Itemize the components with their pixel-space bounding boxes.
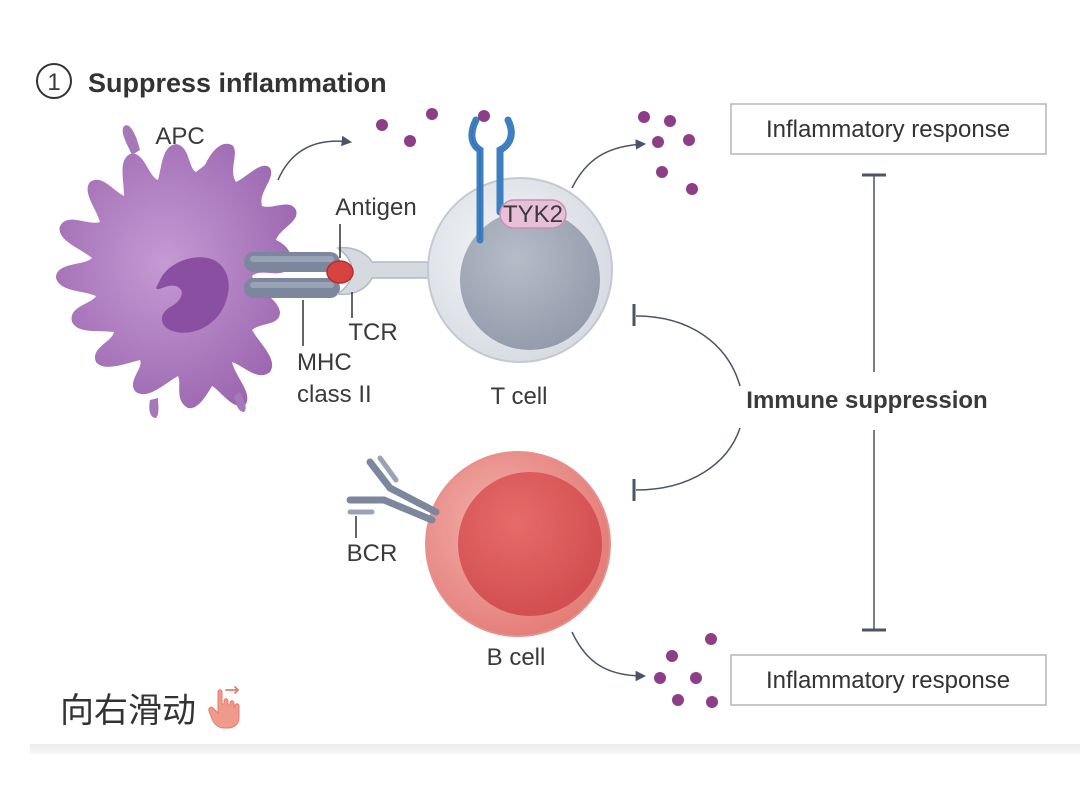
- apc-cell: APC: [56, 123, 297, 418]
- step-title: Suppress inflammation: [88, 68, 387, 98]
- suppression-to-tcell-curve: [635, 315, 741, 387]
- apc-dendrite: [122, 125, 140, 155]
- immune-suppression-label: Immune suppression: [746, 387, 987, 414]
- t-cell: T cell: [427, 177, 613, 410]
- step-header: 1 Suppress inflammation: [36, 63, 387, 99]
- apc-secretion-arrow: [277, 135, 353, 181]
- bottom-response-box: Inflammatory response: [730, 654, 1047, 706]
- cytokine-dot: [705, 633, 717, 645]
- tyk2-label: TYK2: [503, 201, 563, 228]
- cytokines-bcell: [654, 633, 718, 708]
- antigen-label: Antigen: [335, 194, 416, 221]
- antigen: [326, 260, 354, 284]
- cytokines-apc: [376, 108, 490, 147]
- step-number-circle: [36, 63, 72, 99]
- tcr-receptor: [336, 246, 451, 296]
- b-cell-nucleus: [458, 472, 602, 616]
- cytokine-dot: [376, 119, 388, 131]
- b-cell: B cell: [425, 451, 611, 671]
- top-response-box: Inflammatory response: [730, 103, 1047, 155]
- cytokine-receptor: TYK2: [468, 116, 567, 244]
- cytokine-dot: [664, 115, 676, 127]
- bottom-response-frame: [730, 654, 1047, 706]
- step-number: 1: [47, 69, 60, 96]
- apc-dendrite: [234, 392, 246, 412]
- b-cell-label: B cell: [487, 644, 546, 671]
- tcr-label: TCR: [348, 319, 397, 346]
- top-response-label: Inflammatory response: [766, 116, 1010, 143]
- bottom-response-label: Inflammatory response: [766, 667, 1010, 694]
- cytokine-dot: [672, 694, 684, 706]
- swipe-hand-icon: [208, 685, 240, 728]
- bcr-arm-1: [366, 458, 440, 516]
- apc-dendrite: [149, 398, 159, 418]
- cytokine-dot: [706, 696, 718, 708]
- t-cell-label: T cell: [491, 383, 548, 410]
- cytokine-dot: [654, 672, 666, 684]
- receptor-chain-right: [496, 116, 515, 216]
- cytokine-dot: [478, 110, 490, 122]
- mhc-label-line2: class II: [297, 381, 372, 408]
- cytokine-dot: [656, 166, 668, 178]
- apc-label: APC: [155, 123, 204, 150]
- mhc-highlight: [250, 282, 334, 288]
- bottom-divider: [30, 744, 1080, 754]
- swipe-hint[interactable]: 向右滑动: [60, 683, 244, 732]
- cytokine-dot: [638, 111, 650, 123]
- suppression-to-bcell-curve: [635, 427, 741, 491]
- cytokine-dot: [652, 136, 664, 148]
- cytokine-dot: [683, 134, 695, 146]
- mhc-tcr-complex: Antigen TCR MHC class II: [244, 194, 451, 408]
- bcr-arm-2: [346, 496, 436, 524]
- bcr-receptor: BCR: [346, 455, 440, 567]
- top-response-frame: [730, 103, 1047, 155]
- cytokine-dot: [690, 672, 702, 684]
- cytokine-dot: [426, 108, 438, 120]
- cytokine-dot: [404, 135, 416, 147]
- bcr-label: BCR: [347, 540, 398, 567]
- cytokines-tcell: [638, 111, 698, 195]
- t-cell-nucleus: [460, 210, 600, 350]
- cytokine-dot: [686, 183, 698, 195]
- receptor-chain-left-outline: [471, 119, 481, 240]
- bcr-arm-3: [377, 455, 399, 483]
- cytokine-dot: [666, 650, 678, 662]
- tyk2-kinase: [499, 199, 567, 229]
- swipe-hint-text: 向右滑动: [60, 691, 196, 731]
- apc-nucleus: [156, 257, 229, 333]
- mhc-label-line1: MHC: [297, 349, 352, 376]
- tcell-secretion-arrow: [571, 139, 647, 189]
- mhc-highlight: [250, 256, 334, 262]
- bcell-secretion-arrow: [571, 631, 647, 682]
